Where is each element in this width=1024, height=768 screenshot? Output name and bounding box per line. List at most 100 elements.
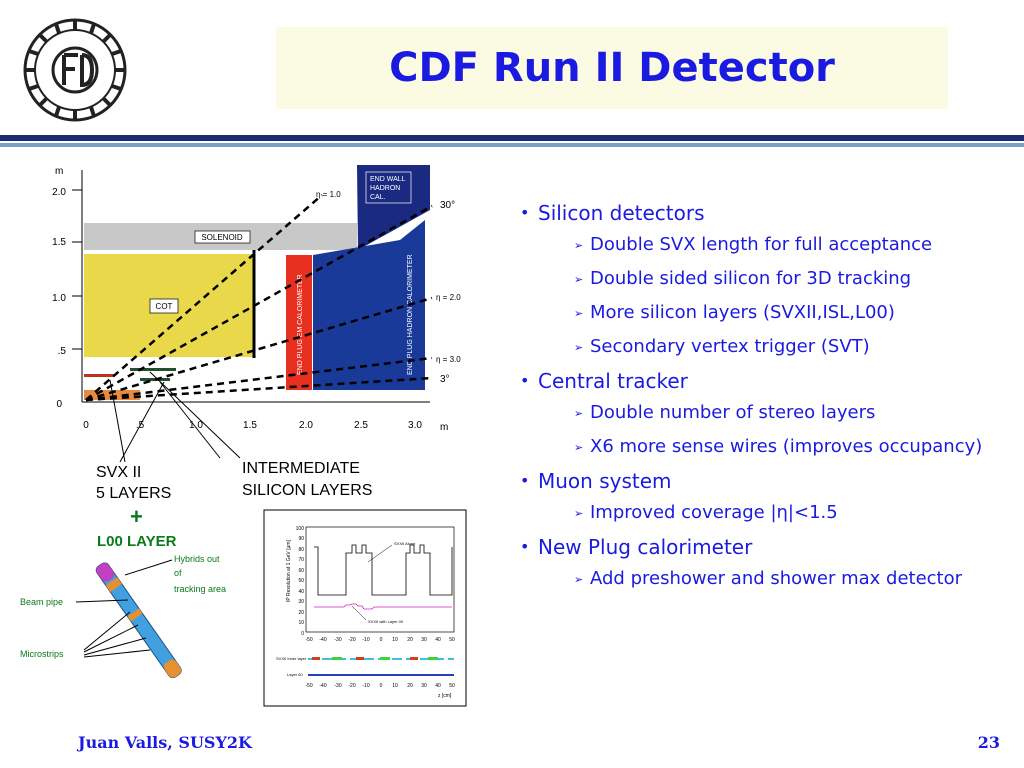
y-tick: 0 xyxy=(56,399,62,410)
sub-bullet-text: Improved coverage |η|<1.5 xyxy=(590,502,838,523)
title-box: CDF Run II Detector xyxy=(276,27,948,109)
inset-x-ticks-top: -50 -40 -30 -20 -10 0 10 20 30 40 50 xyxy=(305,637,455,643)
inset-x-tick: -10 xyxy=(362,637,369,643)
inset-x-tick: 30 xyxy=(421,683,427,689)
inset-x-tick: -20 xyxy=(348,637,355,643)
inset-curve-label-bottom: SVXII with Layer 00 xyxy=(368,619,404,624)
inset-x-tick: 30 xyxy=(421,637,427,643)
inset-ylabel: IP Resolution at 1 GeV [μm] xyxy=(286,539,292,602)
inset-y-tick: 40 xyxy=(298,589,304,595)
hybrids-label: of xyxy=(174,568,182,578)
sub-bullet-item: ➢ Secondary vertex trigger (SVT) xyxy=(574,334,1010,361)
arrow-bullet-icon: ➢ xyxy=(574,507,584,520)
y-unit-label: m xyxy=(55,166,63,177)
sub-bullet-item: ➢More silicon layers (SVXII,ISL,L00) xyxy=(574,300,1010,327)
solenoid-label: SOLENOID xyxy=(201,233,243,242)
inset-y-tick: 80 xyxy=(298,547,304,553)
inset-y-tick: 0 xyxy=(301,631,304,637)
inset-y-tick: 90 xyxy=(298,536,304,542)
x-tick-labels: 0 .5 1.0 1.5 2.0 2.5 3.0 xyxy=(83,420,422,431)
sub-bullet-text: More silicon layers (SVXII,ISL,L00) xyxy=(590,302,895,323)
svx-label: SVX II xyxy=(96,464,141,481)
y-tick-labels: 2.0 1.5 1.0 .5 0 xyxy=(52,187,66,410)
inset-y-tick: 50 xyxy=(298,578,304,584)
inset-x-tick: -40 xyxy=(319,637,326,643)
arrow-bullet-icon: ➢ xyxy=(574,341,584,354)
inset-x-tick: 0 xyxy=(380,683,383,689)
bullet-dot-icon: • xyxy=(520,203,530,222)
header-rule-dark xyxy=(0,135,1024,141)
y-tick: .5 xyxy=(58,346,67,357)
arrow-bullet-icon: ➢ xyxy=(574,407,584,420)
sub-bullet-item: ➢Double number of stereo layers xyxy=(574,400,1010,427)
logo-wheel xyxy=(23,18,127,122)
inset-curve-arrow xyxy=(351,605,367,621)
sub-bullet-text: Secondary vertex trigger (SVT) xyxy=(590,336,870,357)
sub-bullet-text: Add preshower and shower max detector xyxy=(590,568,963,589)
eta-label: η = 2.0 xyxy=(436,293,461,302)
inset-y-tick: 60 xyxy=(298,568,304,574)
silicon-region xyxy=(84,390,140,400)
end-wall xyxy=(357,165,430,250)
inset-x-tick: -40 xyxy=(319,683,326,689)
x-tick: 1.5 xyxy=(243,420,257,431)
sub-bullet-text: Double sided silicon for 3D tracking xyxy=(590,268,912,289)
arrow-bullet-icon: ➢ xyxy=(574,441,584,454)
sub-bullet-item: ➢ Add preshower and shower max detector xyxy=(574,566,1010,593)
end-wall-label: CAL. xyxy=(370,194,386,201)
beam-pipe-arrow xyxy=(75,599,129,603)
em-calorimeter xyxy=(286,255,312,390)
isl-layer xyxy=(130,368,176,371)
eta-label: η = 1.0 xyxy=(316,190,341,199)
inset-x-tick: 40 xyxy=(435,683,441,689)
bullet-item: • Muon system xyxy=(520,468,1010,494)
inset-x-tick: 10 xyxy=(392,637,398,643)
bullet-dot-icon: • xyxy=(520,471,530,490)
bullet-item: •New Plug calorimeter xyxy=(520,534,1010,560)
inset-xlabel: z [cm] xyxy=(438,693,452,699)
arrow-bullet-icon: ➢ xyxy=(574,239,584,252)
svx-layer xyxy=(84,374,114,377)
bullet-text: Silicon detectors xyxy=(538,201,705,225)
inset-y-tick: 30 xyxy=(298,599,304,605)
arrow-bullet-icon: ➢ xyxy=(574,273,584,286)
isl-layer xyxy=(140,378,170,381)
y-tick: 1.0 xyxy=(52,293,66,304)
inset-x-tick: 50 xyxy=(449,637,455,643)
sub-bullet-item: ➢ Double sided silicon for 3D tracking xyxy=(574,266,1010,293)
bullet-dot-icon: • xyxy=(520,371,530,390)
bullet-text: Muon system xyxy=(538,469,672,493)
y-ticks xyxy=(72,170,83,402)
hadron-cal-label: END PLUG HADRON CALORIMETER xyxy=(407,254,414,375)
eta-label: η = 3.0 xyxy=(436,355,461,364)
inset-y-ticks: 100 90 80 70 60 50 40 30 20 10 0 xyxy=(296,526,305,637)
bullet-item: • Central tracker xyxy=(520,368,1010,394)
x-tick: 3.0 xyxy=(408,420,422,431)
sub-bullet-item: ➢X6 more sense wires (improves occupancy… xyxy=(574,434,1010,461)
svx-label: 5 LAYERS xyxy=(96,485,171,502)
fermilab-logo xyxy=(23,18,127,122)
inset-y-tick: 20 xyxy=(298,610,304,616)
x-tick: 1.0 xyxy=(189,420,203,431)
inset-curve-svx-alone xyxy=(314,544,453,596)
hybrids-label: Hybrids out xyxy=(174,554,220,564)
x-unit-label: m xyxy=(440,422,448,433)
detector-diagram: m 2.0 1.5 1.0 .5 0 0 .5 1.0 1.5 2.0 2.5 … xyxy=(20,165,467,707)
inset-x-tick: -50 xyxy=(305,637,312,643)
arrow-bullet-icon: ➢ xyxy=(574,573,584,586)
inset-x-tick: -30 xyxy=(334,683,341,689)
bullet-text: Central tracker xyxy=(538,369,688,393)
end-wall-label: HADRON xyxy=(370,185,400,192)
inset-x-tick: 10 xyxy=(392,683,398,689)
beam-pipe-label: Beam pipe xyxy=(20,597,63,607)
solenoid-label-box xyxy=(194,230,251,244)
inset-curve-label-top: SVXII Alone xyxy=(394,541,416,546)
hybrids-label: tracking area xyxy=(174,584,226,594)
slide-title: CDF Run II Detector xyxy=(389,45,835,91)
inset-x-tick: 50 xyxy=(449,683,455,689)
l00-rod xyxy=(95,562,182,679)
inset-curve-arrow xyxy=(367,544,393,563)
inset-y-tick: 70 xyxy=(298,557,304,563)
end-wall-label-box xyxy=(365,171,412,204)
inset-x-tick: 40 xyxy=(435,637,441,643)
